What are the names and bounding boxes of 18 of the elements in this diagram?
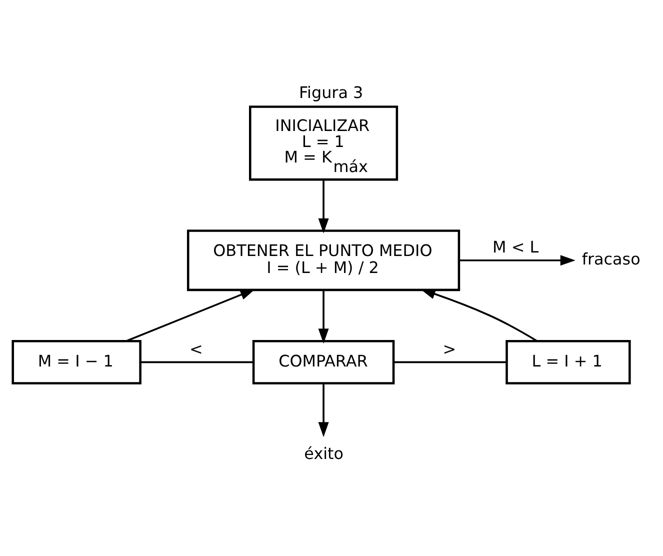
connector xyxy=(140,361,254,364)
edge-label: M < L xyxy=(492,238,539,257)
arrow xyxy=(318,383,329,438)
node-box: M = I − 1 xyxy=(12,340,142,384)
arrow xyxy=(420,288,538,342)
arrow xyxy=(318,290,329,344)
node-text: éxito xyxy=(304,444,344,464)
node-box: OBTENER EL PUNTO MEDIO I = (L + M) / 2 xyxy=(186,230,460,292)
edge-label: > xyxy=(442,339,456,358)
edge-label: < xyxy=(190,339,203,358)
connector xyxy=(394,361,506,364)
arrow xyxy=(459,255,576,266)
arrow xyxy=(318,180,329,234)
node-box: COMPARAR xyxy=(252,340,395,384)
diagram-title: Figura 3 xyxy=(299,82,364,102)
node-text: fracaso xyxy=(582,250,640,269)
node-box: L = I + 1 xyxy=(506,340,631,384)
arrow xyxy=(126,289,256,342)
